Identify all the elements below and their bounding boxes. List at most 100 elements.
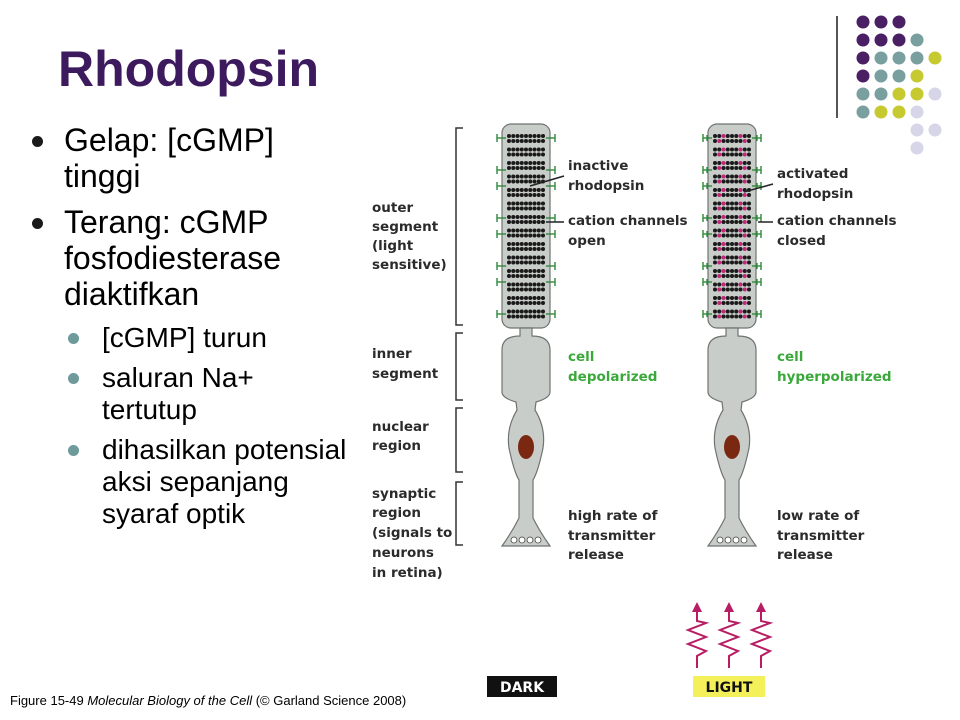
light-ray: [685, 610, 710, 668]
disk-molecule: [717, 161, 722, 165]
disk-molecule: [742, 152, 747, 157]
disk-molecule: [524, 220, 528, 224]
disk-molecule: [519, 314, 524, 319]
disk-molecule: [747, 161, 751, 165]
disk-molecule: [717, 301, 722, 305]
disk-molecule: [515, 201, 520, 206]
disk-molecule: [507, 287, 511, 292]
disk-molecule: [515, 166, 520, 170]
disk-molecule: [730, 247, 734, 251]
disk-molecule: [721, 206, 726, 211]
disk-molecule: [541, 314, 545, 319]
disk-molecule: [532, 161, 537, 165]
disk-molecule: [747, 301, 751, 305]
disk-molecule: [713, 179, 717, 184]
disk-molecule: [721, 242, 726, 246]
disk-molecule: [713, 242, 717, 246]
disk-molecule: [511, 206, 516, 211]
disk-molecule: [528, 247, 533, 251]
disk-molecule: [536, 201, 541, 206]
disk-molecule: [507, 314, 511, 319]
disk-molecule: [730, 269, 734, 273]
disk-molecule: [515, 152, 520, 157]
disk-molecule: [721, 188, 726, 192]
rod-cell-light: [702, 123, 762, 547]
disk-molecule: [717, 260, 722, 265]
disk-molecule: [738, 255, 743, 260]
disk-molecule: [507, 152, 511, 157]
figure-caption: Figure 15-49 Molecular Biology of the Ce…: [10, 693, 406, 708]
disk-molecule: [536, 152, 541, 157]
disk-molecule: [515, 296, 520, 300]
disk-molecule: [738, 233, 743, 238]
disk-molecule: [725, 179, 730, 184]
disk-molecule: [734, 233, 739, 238]
disk-molecule: [738, 269, 743, 273]
disk-molecule: [524, 188, 528, 192]
disk-molecule: [511, 161, 516, 165]
disk-molecule: [541, 147, 545, 152]
disk-molecule: [725, 147, 730, 152]
disk-molecule: [725, 301, 730, 305]
disk-molecule: [742, 215, 747, 219]
synaptic-vesicle: [510, 536, 518, 544]
bullet-dot-icon: [32, 136, 43, 147]
nucleus: [518, 435, 534, 459]
disk-molecule: [730, 287, 734, 292]
disk-molecule: [519, 274, 524, 278]
disk-molecule: [738, 301, 743, 305]
disk-molecule: [532, 301, 537, 305]
disk-molecule: [730, 179, 734, 184]
disk-molecule: [747, 233, 751, 238]
sub-bullet-dot-icon: [68, 445, 79, 456]
disk-molecule: [717, 314, 722, 319]
disk-molecule: [532, 274, 537, 278]
disk-molecule: [528, 147, 533, 152]
disk-molecule: [725, 247, 730, 251]
disk-molecule: [738, 296, 743, 300]
disk-molecule: [742, 255, 747, 260]
light-badge-label: LIGHT: [706, 680, 753, 696]
disk-molecule: [519, 134, 524, 138]
disk-molecule: [532, 206, 537, 211]
disk-molecule: [511, 233, 516, 238]
disk-molecule: [738, 274, 743, 278]
disk-molecule: [747, 296, 751, 300]
disk-molecule: [742, 174, 747, 179]
disk-molecule: [519, 206, 524, 211]
disk-molecule: [536, 255, 541, 260]
disk-molecule: [738, 206, 743, 211]
disk-molecule: [734, 228, 739, 233]
disk-molecule: [532, 228, 537, 233]
disk-molecule: [717, 206, 722, 211]
disk-molecule: [725, 201, 730, 206]
disk-molecule: [730, 242, 734, 246]
disk-molecule: [541, 296, 545, 300]
disk-molecule: [717, 274, 722, 278]
disk-molecule: [532, 220, 537, 224]
disk-molecule: [734, 301, 739, 305]
disk-molecule: [532, 282, 537, 287]
disk-molecule: [721, 274, 726, 278]
disk-molecule: [532, 188, 537, 192]
disk-molecule: [738, 166, 743, 170]
disk-molecule: [717, 193, 722, 197]
disk-molecule: [734, 247, 739, 251]
disk-molecule: [734, 161, 739, 165]
disk-molecule: [515, 134, 520, 138]
disk-molecule: [713, 269, 717, 273]
disk-molecule: [507, 255, 511, 260]
disk-molecule: [507, 242, 511, 246]
disk-molecule: [742, 282, 747, 287]
disk-molecule: [532, 247, 537, 251]
disk-molecule: [524, 193, 528, 197]
dark-badge-label: DARK: [500, 680, 545, 696]
disk-molecule: [725, 242, 730, 246]
disk-molecule: [730, 139, 734, 143]
disk-molecule: [742, 193, 747, 197]
disk-molecule: [734, 260, 739, 265]
disk-molecule: [742, 233, 747, 238]
disk-molecule: [524, 134, 528, 138]
disk-molecule: [524, 139, 528, 143]
synaptic-vesicle: [724, 536, 732, 544]
